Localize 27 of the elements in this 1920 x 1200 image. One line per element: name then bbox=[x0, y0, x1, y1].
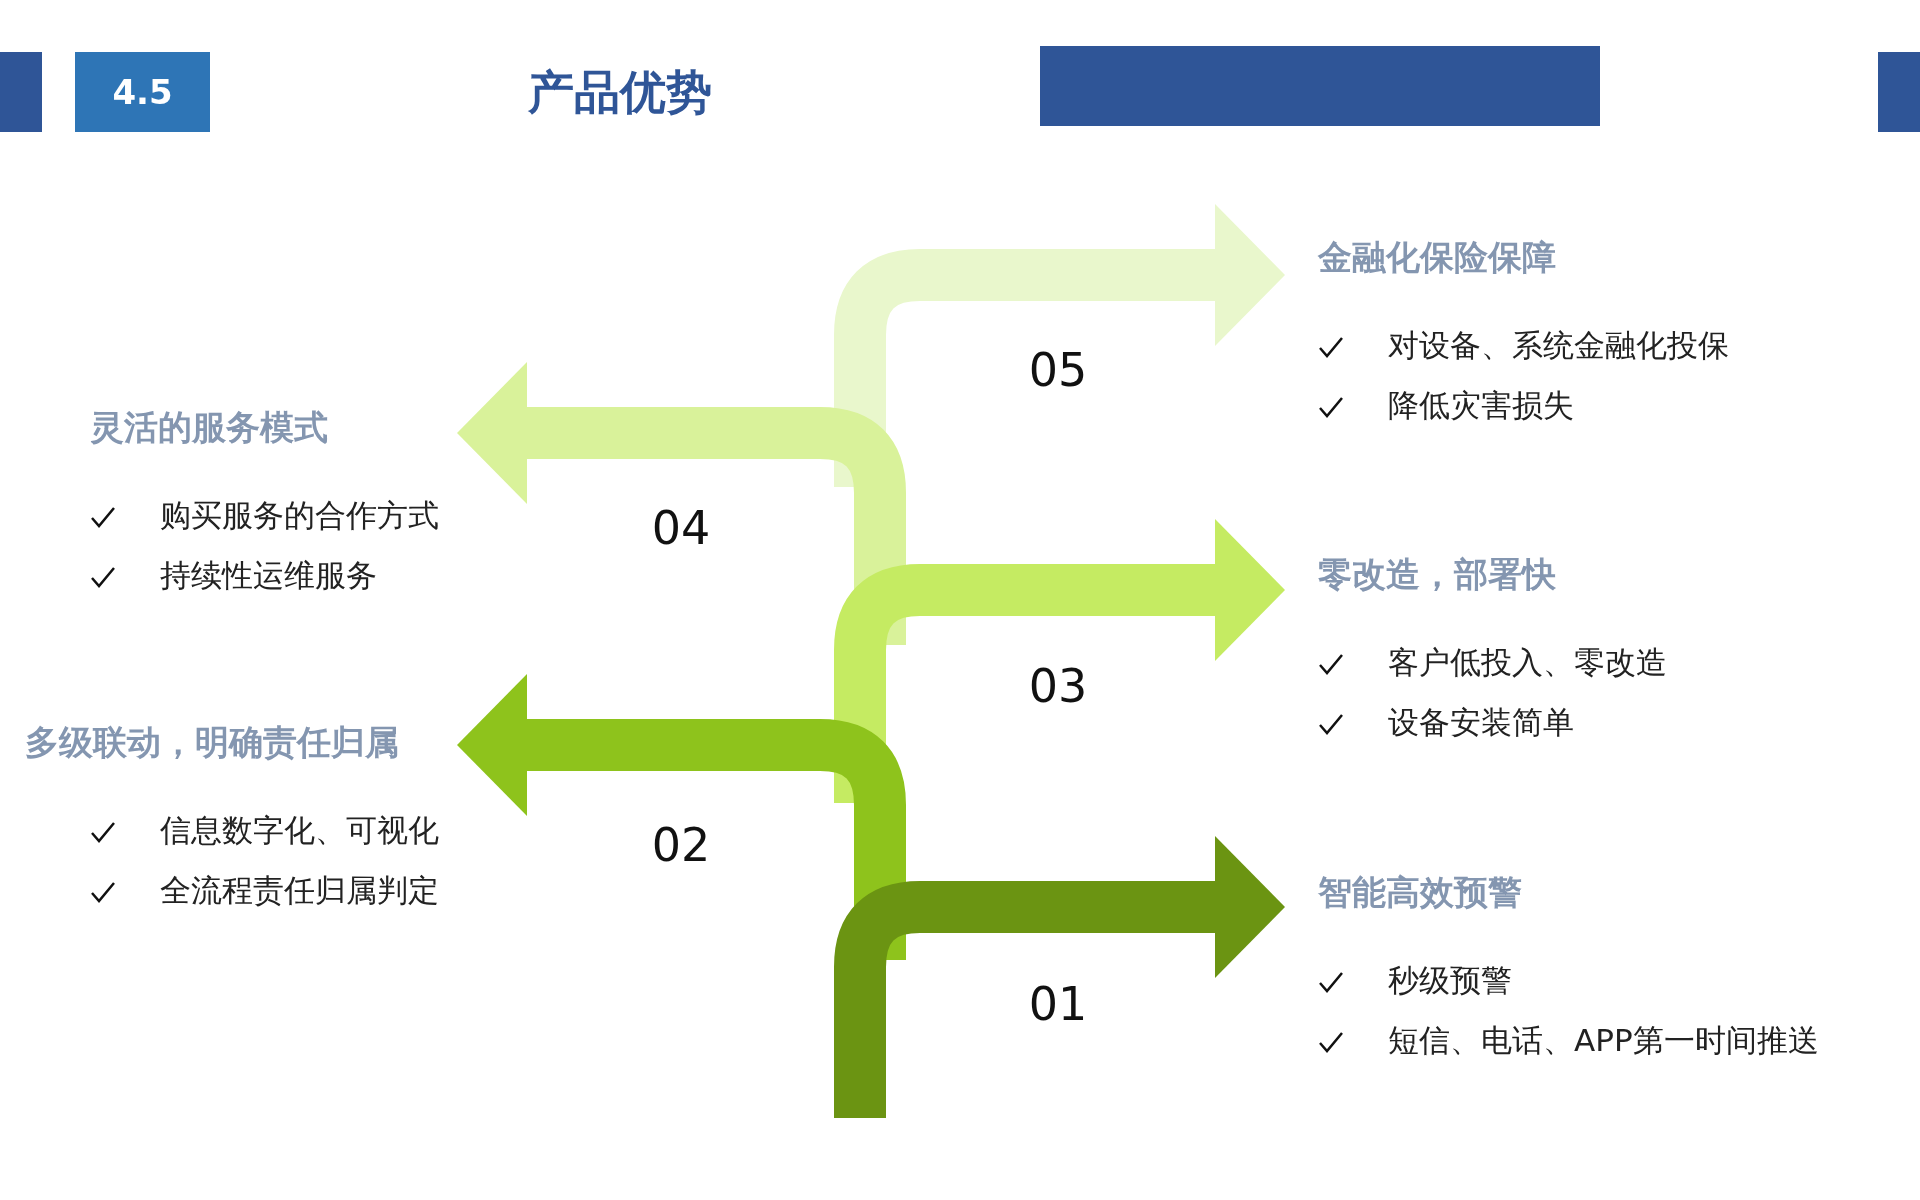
bullet-text: 全流程责任归属判定 bbox=[160, 871, 439, 910]
bullet-text: 短信、电话、APP第一时间推送 bbox=[1388, 1021, 1819, 1060]
step-number: 04 bbox=[651, 501, 711, 555]
section-heading: 多级联动，明确责任归属 bbox=[25, 721, 399, 764]
bent-arrow bbox=[457, 362, 906, 645]
bullet-text: 持续性运维服务 bbox=[160, 556, 377, 595]
section-heading: 零改造，部署快 bbox=[1318, 553, 1556, 596]
bullet-text: 对设备、系统金融化投保 bbox=[1388, 326, 1729, 365]
step-number: 02 bbox=[651, 818, 711, 872]
slide-title: 产品优势 bbox=[528, 64, 712, 121]
step-number: 03 bbox=[1028, 659, 1088, 713]
bullet-text: 降低灾害损失 bbox=[1388, 386, 1574, 425]
bent-arrow bbox=[834, 836, 1285, 1118]
bullet-text: 秒级预警 bbox=[1388, 961, 1512, 1000]
bullet-text: 设备安装简单 bbox=[1388, 703, 1574, 742]
section-number-badge: 4.5 bbox=[75, 52, 210, 132]
step-number: 01 bbox=[1028, 977, 1088, 1031]
section-heading: 智能高效预警 bbox=[1318, 871, 1522, 914]
bullet-text: 信息数字化、可视化 bbox=[160, 811, 439, 850]
bent-arrow bbox=[834, 204, 1285, 487]
bent-arrow bbox=[834, 519, 1285, 803]
bullet-text: 购买服务的合作方式 bbox=[160, 496, 439, 535]
bent-arrow bbox=[457, 674, 906, 960]
section-heading: 灵活的服务模式 bbox=[90, 406, 328, 449]
section-heading: 金融化保险保障 bbox=[1318, 236, 1556, 279]
step-number: 05 bbox=[1028, 343, 1088, 397]
bullet-text: 客户低投入、零改造 bbox=[1388, 643, 1667, 682]
